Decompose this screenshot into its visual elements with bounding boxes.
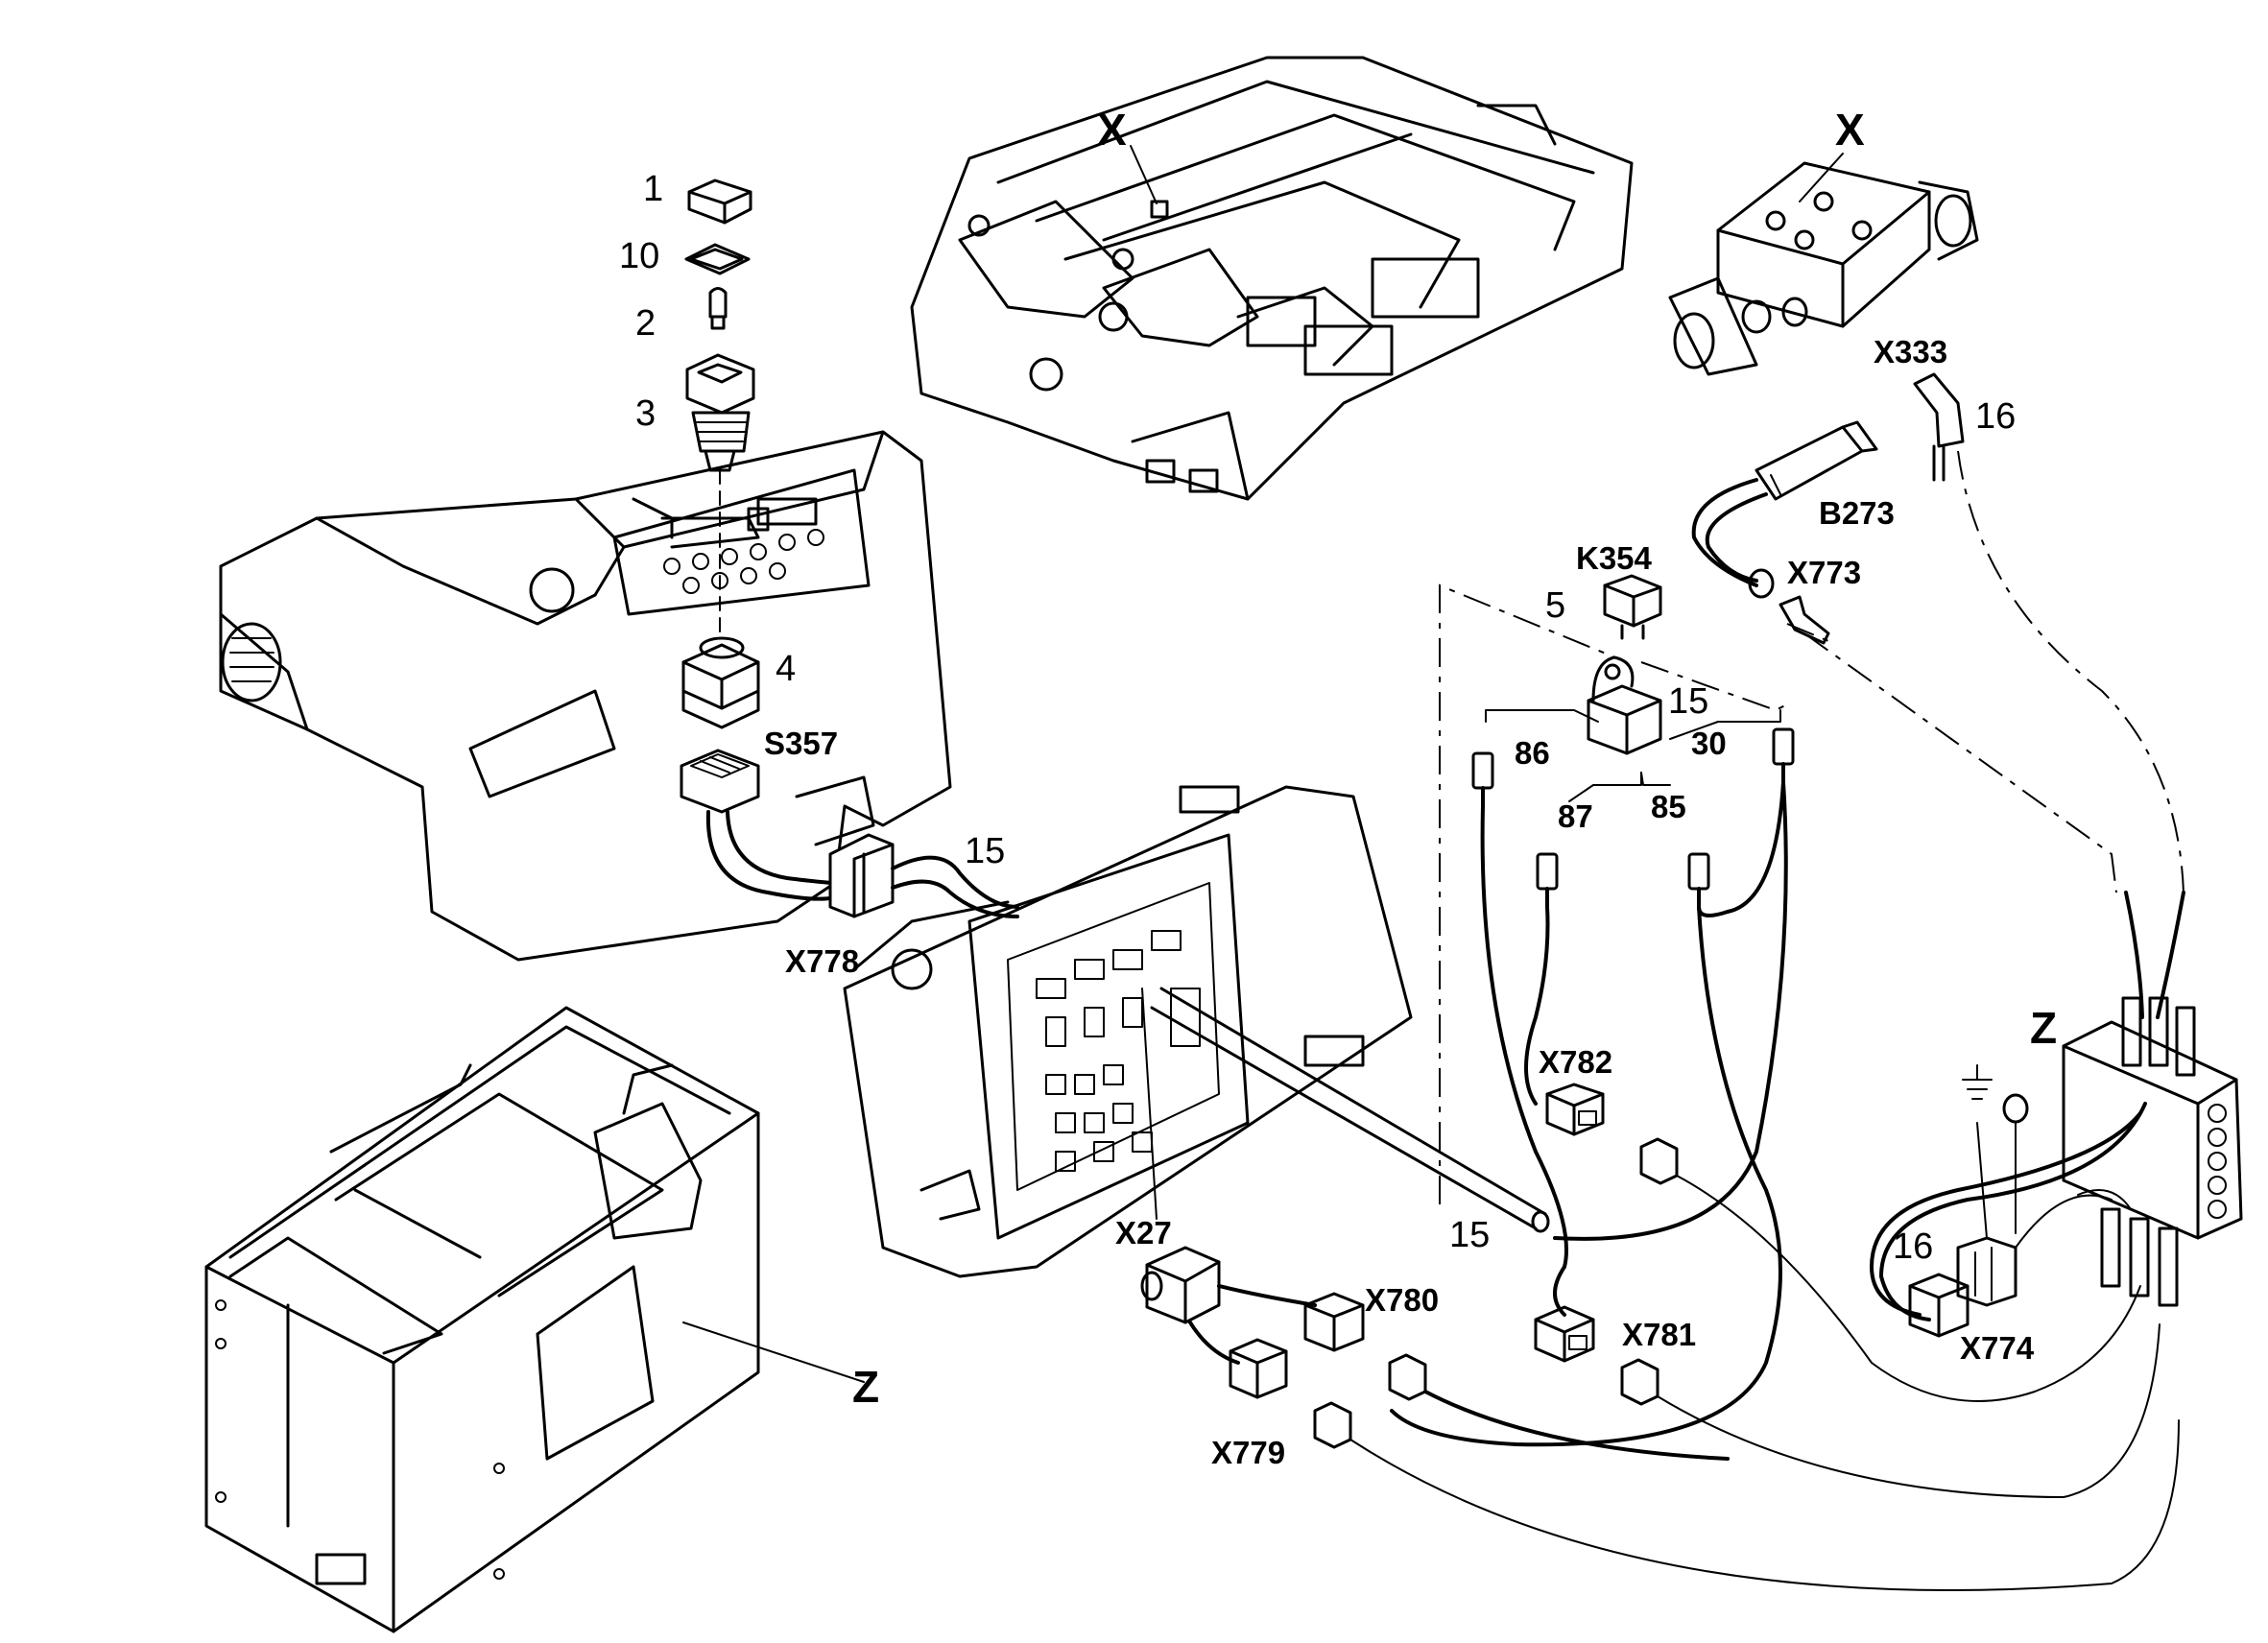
label-z-right: Z (2030, 1003, 2058, 1053)
bulb-part-2 (708, 287, 728, 319)
operator-console (219, 430, 952, 962)
switch-assembly (680, 179, 760, 814)
label-part-16-bottom: 16 (1893, 1226, 1934, 1267)
connector-s357 (680, 749, 760, 814)
harness-s357 (705, 810, 1019, 918)
label-x-right: X (1835, 105, 1865, 155)
relay-base-15 (1587, 684, 1662, 755)
relay-k354 (1587, 574, 1662, 755)
switch-part-3 (685, 353, 755, 415)
label-x774: X774 (1960, 1330, 2035, 1366)
label-part-15-cable: 15 (1449, 1215, 1491, 1255)
connector-x774 (1908, 1236, 2017, 1338)
label-x27: X27 (1115, 1215, 1172, 1250)
circuit-components (1036, 930, 1201, 1172)
label-x-left: X (1097, 105, 1127, 155)
label-pin-85: 85 (1651, 789, 1686, 824)
connector-x27-group (1140, 1137, 2180, 1591)
valve-block (1668, 161, 1979, 376)
label-part-16-top: 16 (1975, 396, 2017, 437)
label-x333: X333 (1874, 334, 1948, 369)
junction-block-z (1869, 891, 2243, 1322)
label-s357: S357 (764, 726, 839, 761)
label-part-3: 3 (635, 393, 657, 434)
label-part-4: 4 (776, 649, 797, 689)
label-b273: B273 (1819, 495, 1895, 531)
label-x773: X773 (1787, 555, 1862, 590)
connector-x773 (1779, 595, 1830, 645)
cap-part-1 (687, 179, 752, 225)
label-x782: X782 (1539, 1044, 1613, 1080)
label-x778: X778 (785, 943, 860, 979)
control-box (843, 785, 1550, 1278)
label-part-1: 1 (643, 169, 664, 209)
label-part-15-relay: 15 (1668, 681, 1709, 722)
machine-frame (910, 56, 1634, 501)
relay-wires (1390, 780, 1788, 1447)
leader-lines (682, 145, 1844, 1383)
label-x779: X779 (1211, 1435, 1286, 1470)
label-part-15-harness: 15 (965, 831, 1006, 871)
connector-x781 (1534, 1305, 1595, 1363)
connector-x778 (828, 833, 895, 918)
connector-x780 (1303, 1292, 1365, 1352)
connector-x333-16 (1913, 372, 1965, 482)
wire-terminals (1471, 727, 1795, 909)
connector-x779 (1229, 1338, 1288, 1399)
sensor-b273 (1691, 420, 1878, 645)
cabinet-box (204, 1006, 760, 1633)
label-pin-30: 30 (1691, 726, 1727, 761)
pin-brackets (1485, 709, 1781, 802)
label-x781: X781 (1622, 1317, 1697, 1352)
label-x780: X780 (1365, 1282, 1440, 1318)
label-z-left: Z (852, 1362, 880, 1412)
gasket-part-10 (684, 243, 751, 275)
label-part-2: 2 (635, 303, 657, 344)
label-part-10: 10 (619, 236, 660, 276)
label-pin-87: 87 (1558, 798, 1593, 834)
label-pin-86: 86 (1515, 735, 1550, 771)
connector-x782 (1545, 1083, 1605, 1136)
label-k354: K354 (1576, 540, 1652, 576)
label-part-5: 5 (1545, 585, 1566, 626)
